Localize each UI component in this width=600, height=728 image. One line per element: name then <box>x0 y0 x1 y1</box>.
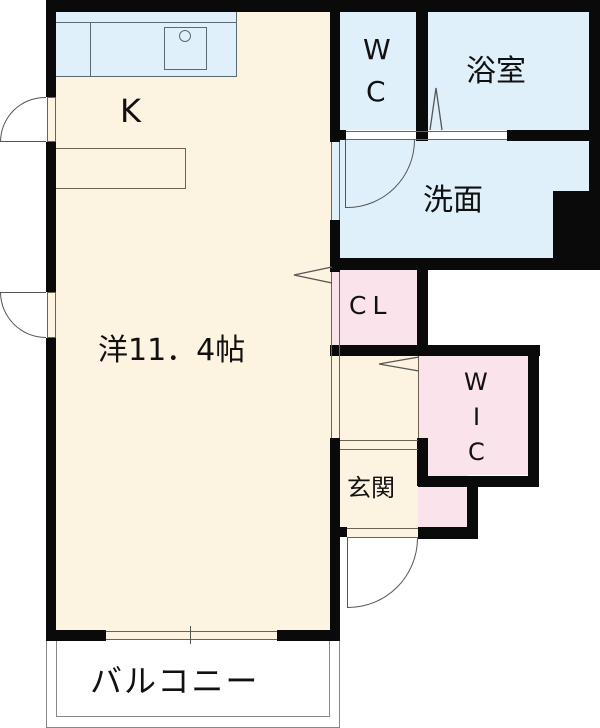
bathroom-label: 浴室 <box>466 54 526 89</box>
bathroom <box>428 12 590 130</box>
wall-right-outer <box>589 0 600 270</box>
wall-entrance-bottom-left <box>330 527 347 537</box>
wall-bottom-right <box>277 630 340 641</box>
window-left-upper <box>47 97 56 142</box>
wc-room <box>340 12 416 130</box>
sliding-door-mark-cl <box>293 266 333 284</box>
wic-label-c: C <box>468 438 485 466</box>
wall-washroom-bottom <box>330 258 600 270</box>
wall-left-3 <box>46 338 56 640</box>
western-room <box>56 12 332 632</box>
hall-opening-left <box>331 272 340 438</box>
kitchen-counter-divider <box>56 22 237 23</box>
walk-in-closet <box>418 355 528 475</box>
balcony-sliding-window <box>106 631 277 640</box>
wall-left-1 <box>46 0 56 97</box>
sink-icon <box>164 27 207 70</box>
closet <box>332 268 418 346</box>
wic-opening-line <box>418 356 428 438</box>
washroom-black-block <box>553 191 593 266</box>
kitchen-counter-section-line <box>90 22 91 77</box>
main-wall-sliding-opening <box>331 142 340 220</box>
wall-wc-bottom-left <box>330 130 346 140</box>
wall-wic-bottom <box>418 476 539 487</box>
wall-cl-bottom <box>330 345 540 356</box>
washroom-label: 洗面 <box>423 183 483 218</box>
sliding-door-mark-bath <box>429 87 443 131</box>
door-swing-window-upper <box>0 97 46 142</box>
washroom-partition-line <box>346 131 507 140</box>
entrance-label: 玄関 <box>347 474 395 502</box>
wall-wic-right <box>528 345 539 487</box>
door-swing-window-lower <box>0 292 46 338</box>
sliding-window-center-mark <box>190 626 191 644</box>
wall-main-right-top <box>330 0 340 142</box>
wall-bath-bottom <box>507 130 600 141</box>
wall-cl-right <box>417 258 428 356</box>
wall-wc-bath <box>416 0 428 141</box>
wall-bottom-left <box>46 630 106 641</box>
wall-top <box>46 0 600 12</box>
wall-entrance-bottom <box>418 527 478 539</box>
wall-left-2 <box>46 142 56 292</box>
kitchen-label: K <box>120 92 141 130</box>
western-room-label: 洋11．4帖 <box>98 333 246 368</box>
wall-main-right-mid <box>330 220 340 272</box>
wc-label-w: W <box>363 33 391 66</box>
kitchen-shelf <box>56 148 186 189</box>
balcony-inner-rail <box>56 641 330 717</box>
door-swing-entrance <box>347 538 418 608</box>
entrance <box>340 445 418 528</box>
wic-label-i: I <box>473 403 481 431</box>
closet-label: CL <box>349 291 393 320</box>
entrance-door-threshold <box>347 528 418 538</box>
wc-label-c: C <box>366 75 386 108</box>
balcony-label: バルコニー <box>90 662 260 700</box>
wall-main-right-bottom <box>330 438 340 641</box>
entrance-step-line <box>340 440 418 450</box>
wic-label-w: W <box>464 368 488 396</box>
wall-wic-left-lower <box>417 438 428 486</box>
window-left-lower <box>47 292 56 338</box>
faucet-icon <box>179 30 191 42</box>
sliding-door-mark-wic <box>378 356 420 372</box>
wall-entrance-ext-right <box>467 476 478 539</box>
